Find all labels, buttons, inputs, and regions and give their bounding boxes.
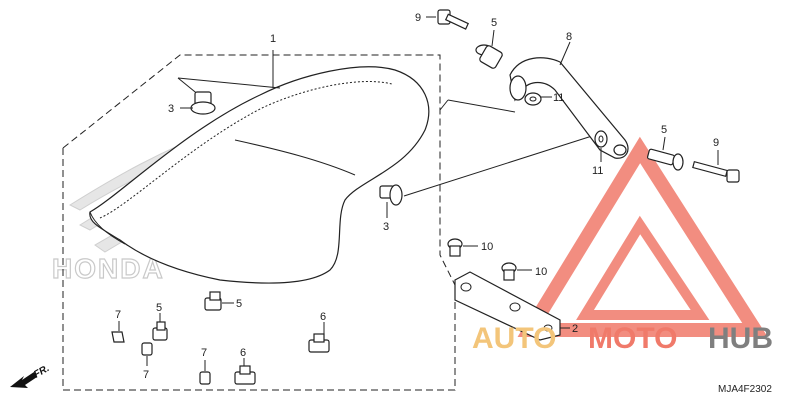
bracket-part — [454, 271, 561, 341]
callout-8: 8 — [566, 31, 572, 43]
bolt-top-shank — [444, 13, 470, 30]
grab-handle-mount-front — [509, 75, 527, 101]
seat-seam-line — [234, 139, 356, 176]
seat-part — [89, 66, 430, 284]
bolt-right — [692, 160, 740, 183]
grommet-upper — [190, 91, 216, 115]
bolt-10-right-shank — [503, 269, 515, 281]
callout-7: 7 — [115, 309, 121, 321]
callout-2: 2 — [572, 323, 578, 335]
ghost-brand-text: HONDA — [52, 253, 165, 284]
callout-9-right: 9 — [713, 137, 719, 149]
watermark-triangle-outer — [517, 136, 768, 337]
clip-7-body — [111, 331, 125, 343]
assembly-boundary — [62, 54, 456, 391]
bracket-body — [454, 271, 561, 341]
collar-right-flange — [672, 153, 684, 171]
callout-4-top: 5 — [491, 17, 497, 29]
washer-top-ring — [524, 92, 542, 106]
ref-line-d — [439, 99, 449, 111]
clip-5-a — [204, 291, 222, 311]
clip-5-d — [234, 365, 256, 385]
seat-stitch-line — [99, 81, 393, 219]
clip-5-b — [152, 321, 168, 341]
washer-right-ring — [594, 130, 608, 148]
drawing-code: MJA4F2302 — [718, 384, 772, 395]
grommet-lower — [379, 184, 403, 206]
nut-6-b — [199, 371, 211, 385]
bracket-hole-3 — [543, 324, 553, 332]
bolt-right-head — [726, 169, 740, 183]
watermark-moto: MOTO — [588, 322, 677, 355]
ref-line-a — [177, 77, 281, 89]
callout-11-top: 11 — [553, 92, 564, 104]
bolt-10-left — [447, 238, 463, 257]
clip-5-d-top — [239, 365, 251, 375]
washer-right-hole — [598, 135, 604, 143]
callout-5-a: 5 — [236, 298, 242, 310]
grommet-upper-flange — [190, 101, 216, 115]
callout-9-top: 9 — [415, 12, 421, 24]
bracket-hole-2 — [509, 302, 521, 312]
callout-11-right: 11 — [592, 165, 603, 177]
washer-top-hole — [529, 96, 537, 102]
callout-6-a: 7 — [143, 369, 149, 381]
bolt-10-right — [501, 262, 517, 281]
watermark-triangle-inner — [576, 215, 710, 320]
nut-6-b-body — [199, 371, 211, 385]
watermark-hub: HUB — [708, 322, 773, 355]
clip-7 — [111, 331, 125, 343]
watermark-auto: AUTO — [472, 322, 556, 355]
watermark-logo — [517, 136, 768, 337]
ref-line-e — [403, 135, 593, 197]
nut-6-a-body — [141, 342, 153, 356]
grab-handle-mount-rear — [613, 144, 627, 156]
callout-3-lower: 3 — [383, 221, 389, 233]
clip-5-c-top — [313, 333, 325, 343]
callout-5-d: 6 — [240, 347, 246, 359]
washer-right — [594, 130, 608, 148]
nut-6-a — [141, 342, 153, 356]
callout-5-b: 5 — [156, 302, 162, 314]
callout-4-right: 5 — [661, 124, 667, 136]
washer-top — [524, 92, 542, 106]
front-direction-indicator: FR. — [10, 363, 51, 388]
callout-3-upper: 3 — [168, 103, 174, 115]
watermark-text: AUTO MOTO HUB — [472, 322, 773, 355]
clip-5-b-top — [156, 321, 166, 331]
callout-6-b: 7 — [201, 347, 207, 359]
clip-5-a-top — [209, 291, 221, 301]
callout-10-right: 10 — [535, 266, 547, 278]
leader-4-right — [662, 136, 666, 151]
ref-line-c — [447, 99, 516, 113]
bracket-hole-1 — [460, 282, 472, 292]
callout-10-left: 10 — [481, 241, 493, 253]
bolt-10-left-shank — [449, 245, 461, 257]
leader-4-top — [491, 29, 495, 47]
clip-5-c — [308, 333, 330, 353]
collar-top — [475, 44, 503, 69]
seat-outline — [89, 66, 430, 284]
collar-right — [646, 148, 684, 171]
seat-front-edge — [89, 211, 126, 245]
bolt-right-shank — [692, 160, 728, 178]
callout-1: 1 — [270, 33, 276, 45]
grommet-lower-flange — [389, 184, 403, 206]
front-direction-label: FR. — [32, 363, 51, 381]
front-arrow-icon — [10, 372, 37, 388]
collar-top-body — [479, 45, 503, 69]
callout-5-c: 6 — [320, 311, 326, 323]
leader-8 — [559, 41, 571, 66]
bolt-top — [437, 9, 470, 30]
